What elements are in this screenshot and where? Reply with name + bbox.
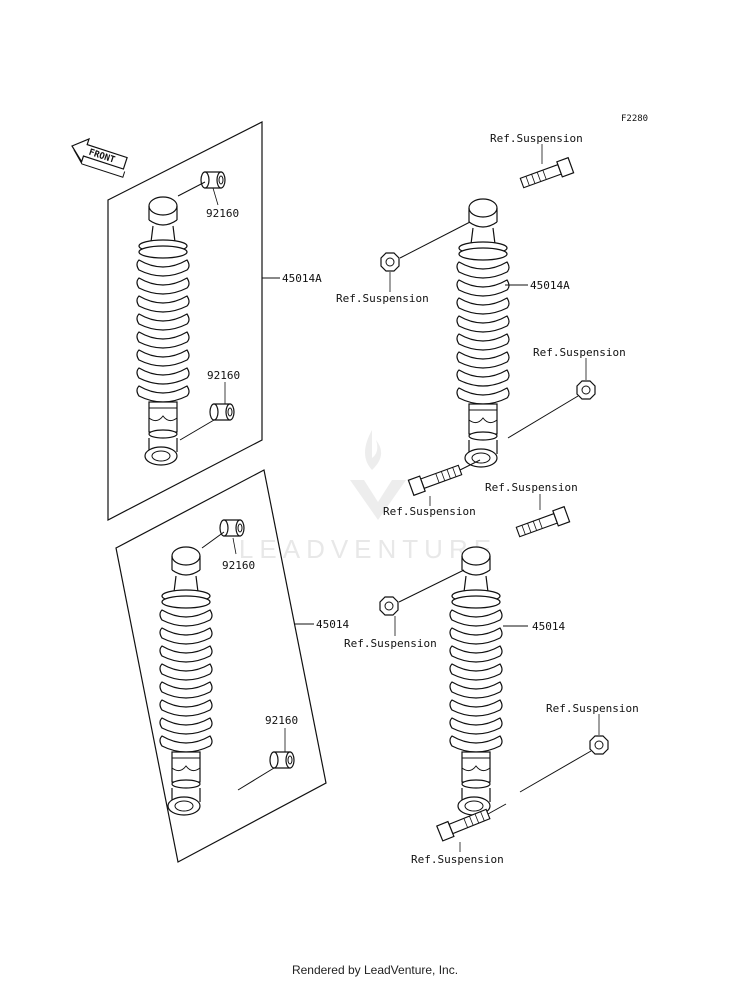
bolt-lower-right-a [407, 461, 464, 496]
bushing-upper-left [219, 519, 245, 537]
part-number-92160-4: 92160 [265, 714, 298, 727]
diagram-code: F2280 [621, 114, 648, 124]
shock-absorber-45014-left [159, 546, 213, 816]
ref-suspension-label-4: Ref.Suspension [383, 505, 476, 518]
footer-credit: Rendered by LeadVenture, Inc. [291, 963, 459, 977]
front-arrow-icon: FRONT [71, 137, 128, 178]
bushing-lower-left [269, 751, 295, 769]
part-number-45014a-left: 45014A [282, 272, 322, 285]
nut-top-right [379, 596, 399, 616]
part-number-92160-2: 92160 [207, 369, 240, 382]
panel-45014 [115, 469, 327, 863]
shock-absorber-45014-right [449, 546, 503, 816]
shock-absorber-45014a-left [136, 196, 190, 466]
ref-suspension-label-8: Ref.Suspension [411, 853, 504, 866]
ref-suspension-label-7: Ref.Suspension [546, 702, 639, 715]
part-number-92160-1: 92160 [206, 207, 239, 220]
bushing-lower-left-a [209, 403, 235, 421]
nut-lower-right [589, 735, 609, 755]
watermark-text: LEADVENTURE [239, 534, 497, 564]
bolt-top-right-a [518, 157, 575, 192]
ref-suspension-label-5: Ref.Suspension [485, 481, 578, 494]
ref-suspension-label-3: Ref.Suspension [533, 346, 626, 359]
part-number-45014-right: 45014 [532, 620, 565, 633]
nut-lower-right-a [576, 380, 596, 400]
part-number-92160-3: 92160 [222, 559, 255, 572]
shock-absorber-45014a-right [456, 198, 510, 468]
panel-45014a [107, 121, 263, 521]
bushing-upper-left-a [200, 171, 226, 189]
ref-suspension-label-1: Ref.Suspension [490, 132, 583, 145]
bolt-top-right [514, 506, 571, 541]
part-number-45014-left: 45014 [316, 618, 349, 631]
ref-suspension-label-6: Ref.Suspension [344, 637, 437, 650]
nut-top-right-a [380, 252, 400, 272]
ref-suspension-label-2: Ref.Suspension [336, 292, 429, 305]
watermark: LEADVENTURE [239, 430, 497, 564]
part-number-45014a-right: 45014A [530, 279, 570, 292]
